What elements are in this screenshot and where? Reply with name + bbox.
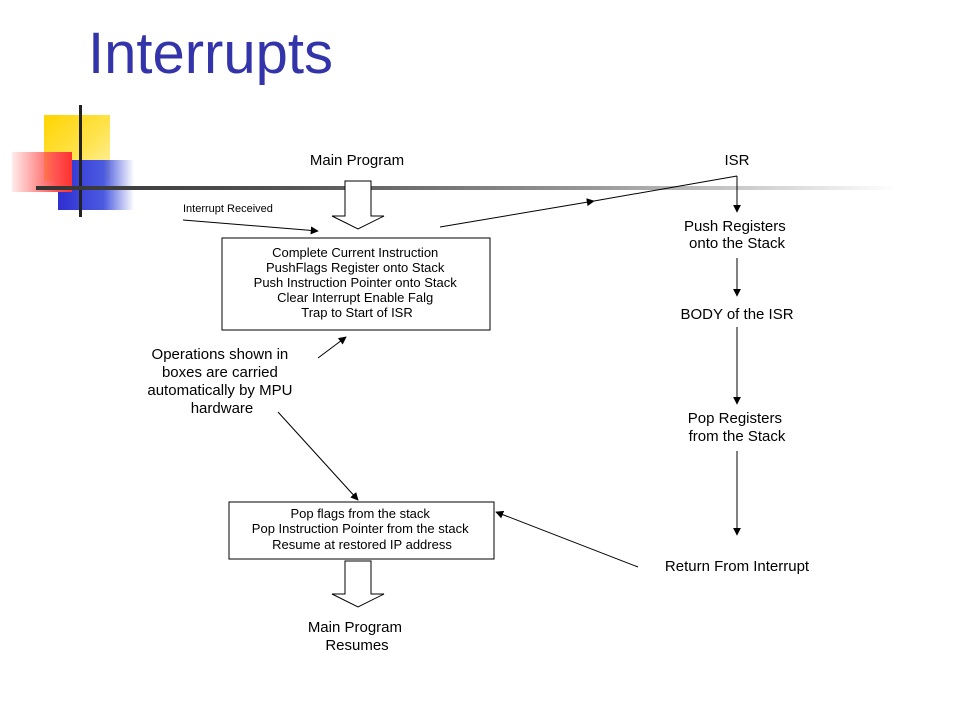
note-line-1: Operations shown in <box>152 346 289 363</box>
push-registers-line-2: onto the Stack <box>689 235 785 252</box>
note-to-entry-arrow <box>317 336 347 359</box>
resume-line-1: Main Program <box>308 619 402 636</box>
interrupt-received-label: Interrupt Received <box>183 203 273 215</box>
entry-line-push-ip: Push Instruction Pointer onto Stack <box>254 275 458 290</box>
isr-label: ISR <box>724 152 749 169</box>
entry-line-push-flags: PushFlags Register onto Stack <box>266 260 445 275</box>
exit-line-pop-flags: Pop flags from the stack <box>290 506 430 521</box>
return-from-interrupt-label: Return From Interrupt <box>665 558 810 575</box>
resume-line-2: Resumes <box>325 637 388 654</box>
note-line-2: boxes are carried <box>162 364 278 381</box>
pop-registers-line-2: from the Stack <box>689 428 786 445</box>
main-program-resumes-label: Main Program Resumes <box>308 619 406 654</box>
note-line-4: hardware <box>191 400 254 417</box>
note-line-3: automatically by MPU <box>147 382 292 399</box>
entry-line-clear-ie: Clear Interrupt Enable Falg <box>277 290 433 305</box>
entry-line-complete-instruction: Complete Current Instruction <box>272 245 438 260</box>
entry-line-trap: Trap to Start of ISR <box>301 305 413 320</box>
push-registers-label: Push Registers onto the Stack <box>684 218 790 252</box>
main-program-label: Main Program <box>310 152 404 169</box>
pop-registers-line-1: Pop Registers <box>688 410 782 427</box>
block-arrow-entry <box>331 180 385 230</box>
trap-to-isr-arrow <box>439 198 595 228</box>
isr-body-label: BODY of the ISR <box>680 306 793 323</box>
block-arrow-resume <box>331 560 385 608</box>
decorative-vertical-rule <box>79 105 82 217</box>
page-title: Interrupts <box>88 21 333 86</box>
exit-operations-box <box>228 501 495 560</box>
exit-line-resume: Resume at restored IP address <box>272 537 452 552</box>
decorative-red-square <box>12 152 72 192</box>
title-underline-rule <box>36 186 896 190</box>
trap-to-isr-line <box>593 175 738 202</box>
entry-box-text: Complete Current Instruction PushFlags R… <box>254 245 461 320</box>
exit-line-pop-ip: Pop Instruction Pointer from the stack <box>252 521 469 536</box>
push-registers-line-1: Push Registers <box>684 218 786 235</box>
pop-registers-label: Pop Registers from the Stack <box>688 410 786 445</box>
hardware-note: Operations shown in boxes are carried au… <box>147 346 296 417</box>
note-to-exit-arrow <box>277 411 359 501</box>
entry-operations-box <box>221 237 491 331</box>
exit-box-text: Pop flags from the stack Pop Instruction… <box>252 506 472 552</box>
interrupt-received-arrow <box>182 219 319 235</box>
return-to-exit-arrow <box>495 510 639 568</box>
